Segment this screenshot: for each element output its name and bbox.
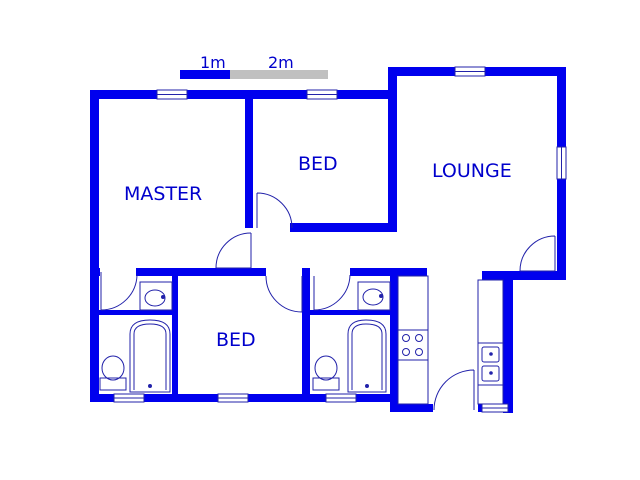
walls [90, 67, 566, 413]
door-bed-bottom [265, 275, 303, 313]
kitchen-counter-right [477, 279, 504, 405]
room-label-bed-top: BED [298, 153, 338, 175]
door-bath1 [100, 272, 138, 311]
toilet-2-cistern [312, 377, 340, 391]
wall-master-bed [245, 90, 253, 228]
room-label-lounge: LOUNGE [432, 160, 512, 182]
basin-1-bowl [144, 289, 166, 307]
wall-master-bottom-left [90, 268, 100, 276]
wall-bed-bottom-right [302, 268, 310, 402]
sink [477, 342, 504, 386]
wall-kitchen-right [503, 271, 513, 413]
wall-lounge-left [388, 67, 397, 232]
bathtub-1 [129, 319, 171, 393]
door-bath2 [313, 274, 351, 311]
basin-1 [139, 281, 173, 311]
door-bed-top [256, 192, 293, 229]
sink-tap [489, 352, 493, 356]
stove-burner [415, 348, 423, 356]
stove [397, 329, 429, 361]
wall-kitchen-left [390, 276, 398, 412]
wall-bath1-right [172, 276, 178, 402]
basin-1-tap [161, 295, 165, 299]
room-labels: MASTER BED LOUNGE BED [124, 153, 512, 351]
basin-2-bowl [362, 288, 384, 306]
wall-bed-top-bottom [290, 223, 397, 232]
kitchen-counter-left [397, 275, 429, 405]
stove-burner [415, 334, 423, 342]
stove-burner [402, 348, 410, 356]
bathtub-2 [347, 319, 387, 393]
toilet-1-bowl [101, 355, 125, 381]
door-master [215, 232, 252, 269]
wall-corridor-right [350, 268, 427, 276]
wall-master-bottom-mid [136, 268, 266, 276]
scale-bar: 1m 2m [180, 53, 328, 79]
scale-bar-dark-segment [180, 70, 230, 79]
basin-2 [357, 281, 391, 311]
scale-bar-light-segment [230, 70, 328, 79]
basin-2-tap [379, 294, 383, 298]
wall-bottom-left [90, 394, 310, 402]
sink-tap [489, 371, 493, 375]
door-lounge [519, 235, 556, 272]
bathroom-1-fixtures [99, 281, 173, 393]
doors [100, 192, 556, 411]
bathtub-2-drain [365, 384, 369, 388]
door-entrance [433, 369, 475, 411]
scale-label-2m: 2m [268, 53, 294, 72]
sink-bowl-2 [481, 365, 500, 382]
wall-left [90, 90, 99, 402]
bathtub-2-inner [351, 323, 383, 390]
stove-burner [402, 334, 410, 342]
bathtub-1-drain [148, 384, 152, 388]
room-label-master: MASTER [124, 183, 202, 205]
toilet-1-cistern [99, 377, 127, 391]
wall-lounge-bottom [482, 271, 566, 280]
sink-bowl-1 [481, 346, 500, 363]
wall-bath1-mid [99, 310, 172, 315]
scale-label-1m: 1m [200, 53, 226, 72]
kitchen-fixtures [397, 275, 504, 405]
wall-bottom-kitchen [390, 404, 433, 412]
windows [113, 66, 567, 413]
wall-bath2-mid [310, 310, 390, 315]
bathroom-2-fixtures [312, 281, 391, 393]
toilet-2-bowl [314, 355, 338, 381]
room-label-bed-bottom: BED [216, 329, 256, 351]
bathtub-1-inner [133, 323, 167, 390]
wall-top-left [90, 90, 390, 99]
